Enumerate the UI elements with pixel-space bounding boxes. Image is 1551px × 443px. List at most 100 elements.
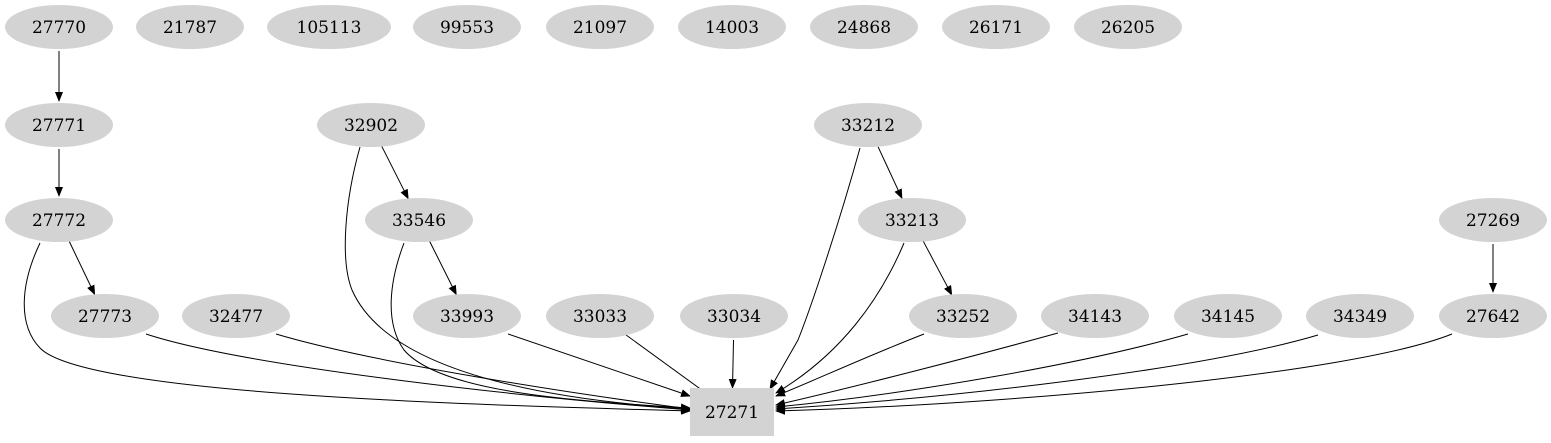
node-34143[interactable]: 34143 (1041, 294, 1149, 338)
node-label: 33033 (573, 307, 627, 327)
node-99553[interactable]: 99553 (413, 5, 521, 49)
node-label: 34145 (1201, 307, 1255, 327)
edge-32477-to-27271 (275, 333, 691, 412)
node-14003[interactable]: 14003 (678, 5, 786, 49)
node-ellipse (1174, 294, 1282, 338)
node-ellipse (678, 5, 786, 49)
node-21787[interactable]: 21787 (136, 5, 244, 49)
node-ellipse (810, 5, 918, 49)
node-ellipse (5, 103, 113, 147)
node-ellipse (51, 294, 159, 338)
node-32902[interactable]: 32902 (317, 103, 425, 147)
node-27771[interactable]: 27771 (5, 103, 113, 147)
node-ellipse (5, 5, 113, 49)
node-label: 33034 (707, 307, 761, 327)
node-32477[interactable]: 32477 (182, 294, 290, 338)
edge-27642-to-27271 (775, 333, 1453, 415)
node-label: 99553 (440, 18, 494, 38)
node-ellipse (267, 5, 391, 49)
node-34145[interactable]: 34145 (1174, 294, 1282, 338)
node-label: 21787 (163, 18, 217, 38)
node-ellipse (942, 5, 1050, 49)
node-label: 34143 (1068, 307, 1122, 327)
node-ellipse (680, 294, 788, 338)
node-label: 27773 (78, 307, 132, 327)
node-ellipse (413, 294, 521, 338)
node-27642[interactable]: 27642 (1439, 294, 1547, 338)
node-33213[interactable]: 33213 (858, 198, 966, 242)
node-label: 33252 (936, 307, 990, 327)
node-27269[interactable]: 27269 (1439, 198, 1547, 242)
edge-33546-to-27271 (390, 242, 691, 412)
node-26205[interactable]: 26205 (1074, 5, 1182, 49)
edge-34145-to-27271 (775, 333, 1189, 411)
node-box (690, 388, 774, 436)
node-ellipse (546, 5, 654, 49)
node-33993[interactable]: 33993 (413, 294, 521, 338)
node-ellipse (909, 294, 1017, 338)
edge-33213-to-33252 (922, 240, 953, 296)
node-label: 27770 (32, 18, 86, 38)
node-ellipse (814, 103, 922, 147)
edge-33033-to-27271 (619, 329, 714, 399)
node-33252[interactable]: 33252 (909, 294, 1017, 338)
node-24868[interactable]: 24868 (810, 5, 918, 49)
edge-34349-to-27271 (775, 334, 1319, 413)
edge-33213-to-27271 (775, 242, 905, 394)
node-label: 26205 (1101, 18, 1155, 38)
node-ellipse (365, 198, 473, 242)
edge-33212-to-33213 (877, 146, 903, 200)
node-label: 32477 (209, 307, 263, 327)
node-33033[interactable]: 33033 (546, 294, 654, 338)
node-105113[interactable]: 105113 (267, 5, 391, 49)
node-label: 27772 (32, 211, 86, 231)
edge-27773-to-27271 (145, 333, 691, 414)
node-21097[interactable]: 21097 (546, 5, 654, 49)
node-label: 27642 (1466, 307, 1520, 327)
node-label: 32902 (344, 116, 398, 136)
node-ellipse (413, 5, 521, 49)
edge-33252-to-27271 (775, 333, 925, 397)
node-33546[interactable]: 33546 (365, 198, 473, 242)
node-ellipse (182, 294, 290, 338)
node-ellipse (1439, 294, 1547, 338)
edge-33993-to-27271 (507, 333, 691, 397)
node-27773[interactable]: 27773 (51, 294, 159, 338)
node-label: 34349 (1333, 307, 1387, 327)
node-33212[interactable]: 33212 (814, 103, 922, 147)
node-34349[interactable]: 34349 (1306, 294, 1414, 338)
node-label: 27269 (1466, 211, 1520, 231)
node-label: 105113 (297, 18, 362, 38)
node-ellipse (1439, 198, 1547, 242)
node-ellipse (136, 5, 244, 49)
node-label: 27771 (32, 116, 86, 136)
node-label: 33213 (885, 211, 939, 231)
edge-34143-to-27271 (775, 332, 1059, 407)
node-label: 24868 (837, 18, 891, 38)
node-ellipse (5, 198, 113, 242)
edge-27772-to-27773 (68, 241, 96, 296)
node-ellipse (546, 294, 654, 338)
node-ellipse (1306, 294, 1414, 338)
node-label: 14003 (705, 18, 759, 38)
node-label: 21097 (573, 18, 627, 38)
node-label: 33212 (841, 116, 895, 136)
node-label: 33546 (392, 211, 446, 231)
node-label: 33993 (440, 307, 494, 327)
node-27271[interactable]: 27271 (690, 388, 774, 436)
edge-32902-to-27271 (344, 146, 691, 413)
edge-33034-to-27271 (728, 339, 737, 390)
edge-33546-to-33993 (429, 241, 457, 296)
edge-27772-to-27271 (23, 242, 691, 415)
node-33034[interactable]: 33034 (680, 294, 788, 338)
node-label: 27271 (705, 403, 759, 423)
node-ellipse (1041, 294, 1149, 338)
edge-32902-to-33546 (381, 146, 409, 200)
node-27772[interactable]: 27772 (5, 198, 113, 242)
edge-33212-to-27271 (769, 147, 861, 390)
node-label: 26171 (969, 18, 1023, 38)
node-27770[interactable]: 27770 (5, 5, 113, 49)
node-ellipse (858, 198, 966, 242)
node-26171[interactable]: 26171 (942, 5, 1050, 49)
